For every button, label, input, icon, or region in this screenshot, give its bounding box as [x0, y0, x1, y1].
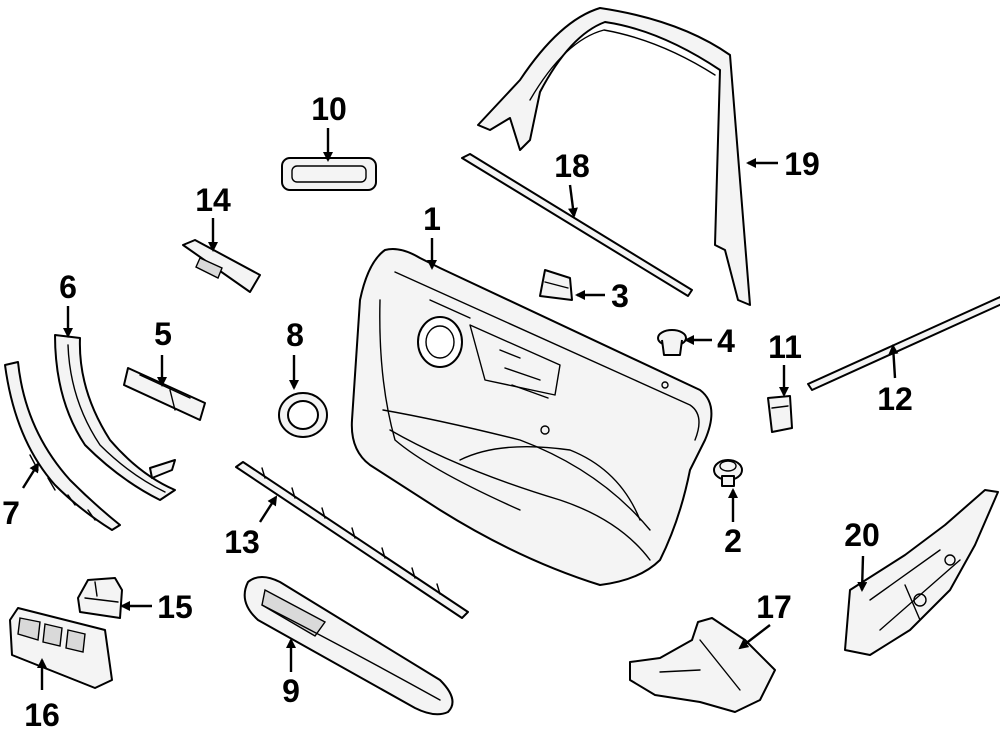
leader-13 [258, 495, 278, 523]
callout-2: 2 [724, 523, 742, 559]
callout-17: 17 [756, 589, 792, 625]
callout-12: 12 [877, 381, 913, 417]
part-14-window-switch [182, 239, 261, 293]
callout-9: 9 [282, 673, 300, 709]
part-12-weatherstrip [807, 296, 1000, 391]
callout-16: 16 [24, 697, 60, 733]
callout-14: 14 [195, 182, 231, 218]
leader-7 [21, 462, 40, 489]
part-15-switch [77, 577, 123, 619]
callout-4: 4 [717, 323, 735, 359]
part-6-trim-strip [54, 334, 176, 501]
part-13-trim-strip [235, 461, 469, 619]
callout-11: 11 [768, 329, 802, 365]
part-16-master-switch [9, 607, 113, 689]
leader-lines [21, 128, 899, 690]
part-11-clip [767, 395, 793, 433]
part-8-speaker-grille [278, 392, 328, 438]
part-18-belt-molding [461, 153, 693, 297]
callout-6: 6 [59, 269, 77, 305]
part-9-armrest-trim [243, 576, 454, 716]
leader-12 [888, 344, 899, 379]
part-3-bracket [539, 269, 573, 301]
part-4-grommet [657, 329, 687, 356]
callout-7: 7 [2, 495, 20, 531]
part-19-door-frame [477, 7, 751, 306]
part-17-bracket [629, 617, 776, 713]
callout-8: 8 [286, 317, 304, 353]
callout-20: 20 [844, 517, 880, 553]
callout-5: 5 [154, 316, 172, 352]
callout-1: 1 [423, 201, 441, 237]
callout-18: 18 [554, 148, 590, 184]
part-20-bracket [844, 489, 999, 656]
part-2-clip [713, 459, 743, 487]
part-10-reflector [281, 157, 377, 191]
leader-20 [857, 555, 868, 592]
callout-13: 13 [224, 524, 260, 560]
leader-17 [738, 624, 771, 650]
callout-19: 19 [784, 146, 820, 182]
leader-18 [568, 184, 578, 218]
callout-10: 10 [311, 91, 347, 127]
part-1-door-trim-panel [350, 248, 713, 586]
callout-15: 15 [157, 589, 193, 625]
callout-3: 3 [611, 278, 629, 314]
part-5-switch-housing [123, 367, 206, 421]
callout-numbers: 1 2 3 4 5 6 7 8 9 10 11 12 13 14 15 16 1… [2, 91, 913, 733]
